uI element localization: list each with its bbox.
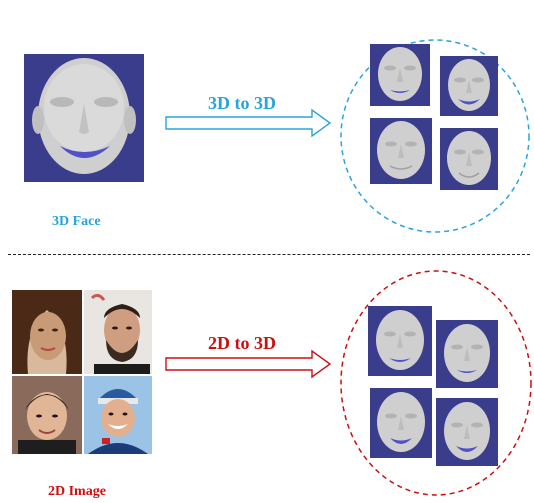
- face-scan-icon: [440, 128, 498, 190]
- face-photo-icon: [12, 290, 82, 374]
- input-photo: [12, 376, 82, 454]
- face-scan-icon: [370, 388, 432, 458]
- face-photo-icon: [84, 376, 152, 454]
- output-face-scan: [368, 306, 432, 376]
- face-scan-icon: [440, 56, 498, 116]
- input-3d-face-label: 3D Face: [52, 214, 101, 229]
- output-face-scan: [436, 320, 498, 388]
- right-arrow-icon: [165, 108, 332, 138]
- face-photo-icon: [12, 376, 82, 454]
- face-photo-icon: [84, 290, 152, 374]
- output-face-scan: [440, 56, 498, 116]
- arrow-label-2d-to-3d: 2D to 3D: [208, 333, 276, 353]
- output-face-scan: [370, 44, 430, 106]
- face-scan-icon: [370, 118, 432, 184]
- arrow-label-3d-to-3d: 3D to 3D: [208, 93, 276, 113]
- input-3d-face-scan: [24, 54, 144, 182]
- output-face-scan: [440, 128, 498, 190]
- input-photo: [12, 290, 82, 374]
- output-face-scan: [436, 398, 498, 466]
- output-group-ellipse-top: [340, 39, 530, 233]
- input-photo: [84, 290, 152, 374]
- face-scan-icon: [24, 54, 144, 182]
- face-scan-icon: [368, 306, 432, 376]
- face-scan-icon: [436, 320, 498, 388]
- input-2d-image-label: 2D Image: [48, 484, 106, 499]
- output-face-scan: [370, 118, 432, 184]
- input-photo: [84, 376, 152, 454]
- face-scan-icon: [370, 44, 430, 106]
- section-separator: [8, 254, 530, 255]
- output-face-scan: [370, 388, 432, 458]
- right-arrow-icon: [165, 349, 332, 379]
- output-group-ellipse-bottom: [340, 270, 532, 496]
- face-scan-icon: [436, 398, 498, 466]
